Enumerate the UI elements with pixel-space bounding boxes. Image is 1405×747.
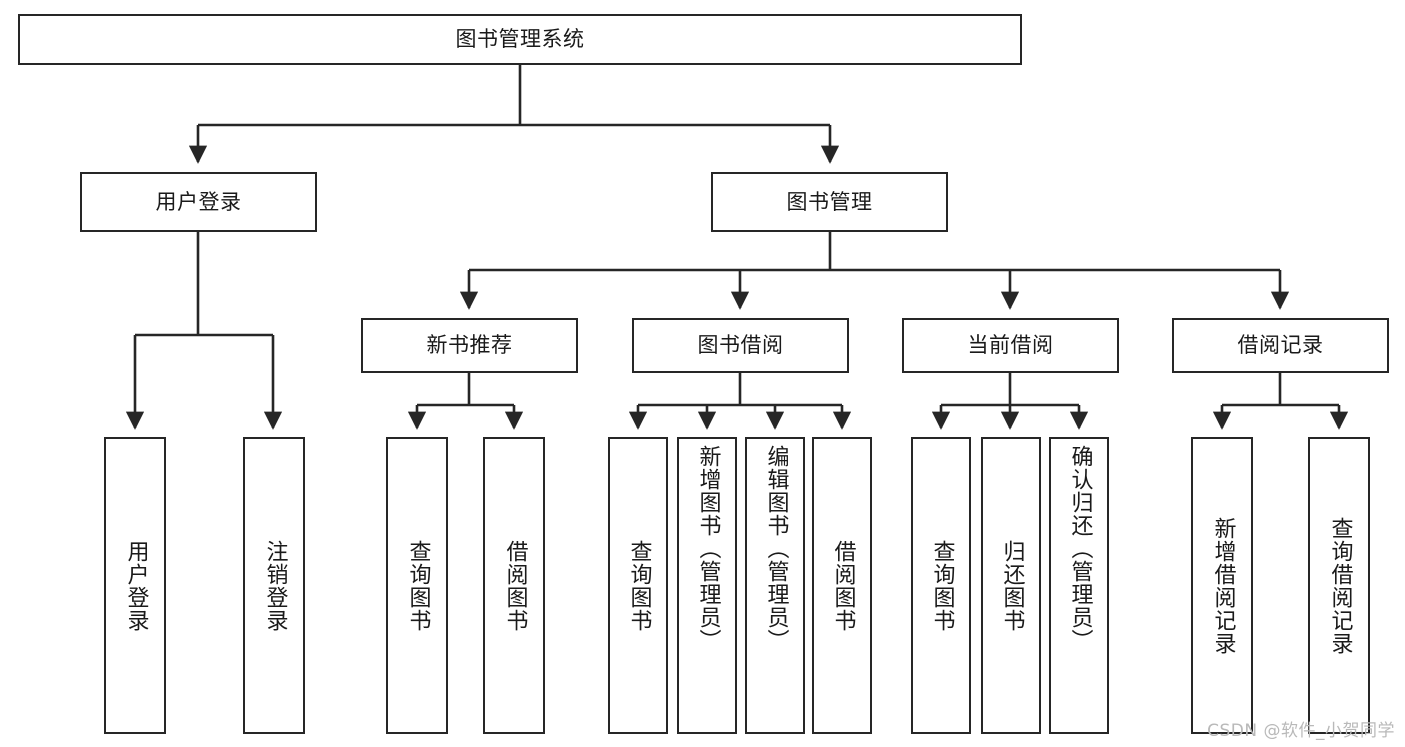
leaf-query-book-1[interactable]: 查询图书 [386,437,448,734]
leaf-query-book-3[interactable]: 查询图书 [911,437,971,734]
leaf-borrow-book-1[interactable]: 借阅图书 [483,437,545,734]
leaf-user-login[interactable]: 用户登录 [104,437,166,734]
leaf-confirm-return-label: 确认归还（管理员） [1067,445,1093,652]
leaf-query-record-label: 查询借阅记录 [1327,516,1353,655]
csdn-watermark: CSDN @软件_小贺同学 [1207,721,1395,741]
leaf-borrow-book-1-label: 借阅图书 [502,539,528,632]
leaf-query-book-2[interactable]: 查询图书 [608,437,668,734]
node-root[interactable]: 图书管理系统 [18,14,1022,65]
leaf-add-record[interactable]: 新增借阅记录 [1191,437,1253,734]
leaf-user-login-label: 用户登录 [123,539,149,632]
node-current-borrow-label: 当前借阅 [967,333,1054,358]
leaf-user-logout[interactable]: 注销登录 [243,437,305,734]
leaf-edit-book[interactable]: 编辑图书（管理员） [745,437,805,734]
node-current-borrow[interactable]: 当前借阅 [902,318,1119,373]
leaf-return-book-label: 归还图书 [999,539,1025,632]
node-user-login-label: 用户登录 [155,189,242,214]
leaf-query-book-2-label: 查询图书 [626,539,652,632]
leaf-query-book-3-label: 查询图书 [929,539,955,632]
leaf-user-logout-label: 注销登录 [262,539,288,632]
leaf-add-book-label: 新增图书（管理员） [695,445,721,652]
leaf-add-book[interactable]: 新增图书（管理员） [677,437,737,734]
node-root-label: 图书管理系统 [455,27,585,52]
node-new-book-rec-label: 新书推荐 [426,333,513,358]
node-borrow-record[interactable]: 借阅记录 [1172,318,1389,373]
node-user-login[interactable]: 用户登录 [80,172,317,232]
node-book-borrow[interactable]: 图书借阅 [632,318,849,373]
leaf-borrow-book-2-label: 借阅图书 [830,539,856,632]
leaf-edit-book-label: 编辑图书（管理员） [763,445,789,652]
leaf-return-book[interactable]: 归还图书 [981,437,1041,734]
leaf-add-record-label: 新增借阅记录 [1210,516,1236,655]
leaf-query-record[interactable]: 查询借阅记录 [1308,437,1370,734]
node-new-book-rec[interactable]: 新书推荐 [361,318,578,373]
leaf-query-book-1-label: 查询图书 [405,539,431,632]
node-book-borrow-label: 图书借阅 [697,333,784,358]
node-book-manage-label: 图书管理 [786,189,873,214]
node-borrow-record-label: 借阅记录 [1237,333,1324,358]
leaf-confirm-return[interactable]: 确认归还（管理员） [1049,437,1109,734]
leaf-borrow-book-2[interactable]: 借阅图书 [812,437,872,734]
node-book-manage[interactable]: 图书管理 [711,172,948,232]
